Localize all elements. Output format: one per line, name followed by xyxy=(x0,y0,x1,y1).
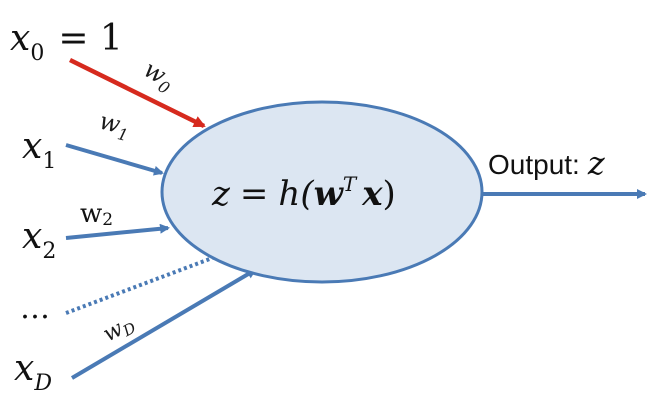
input-x1-label: x1 xyxy=(22,126,56,174)
edge-x2 xyxy=(65,223,170,240)
ellipsis-label: … xyxy=(20,291,50,326)
weight-w1-label: w1 xyxy=(96,107,134,145)
weight-w0-label: w0 xyxy=(137,55,180,98)
edge-dotted xyxy=(65,255,216,315)
edge-x1 xyxy=(65,143,164,176)
output-label: Output:z xyxy=(488,144,606,182)
neuron-node xyxy=(160,100,484,284)
bias-edge-x0 xyxy=(69,57,206,129)
input-x2-label: x2 xyxy=(22,216,56,264)
weight-w2-label: w2 xyxy=(80,199,113,230)
input-x0-label: x0= 1 xyxy=(10,18,123,66)
input-xD-label: xD xyxy=(14,348,52,396)
edge-xD xyxy=(70,268,257,380)
